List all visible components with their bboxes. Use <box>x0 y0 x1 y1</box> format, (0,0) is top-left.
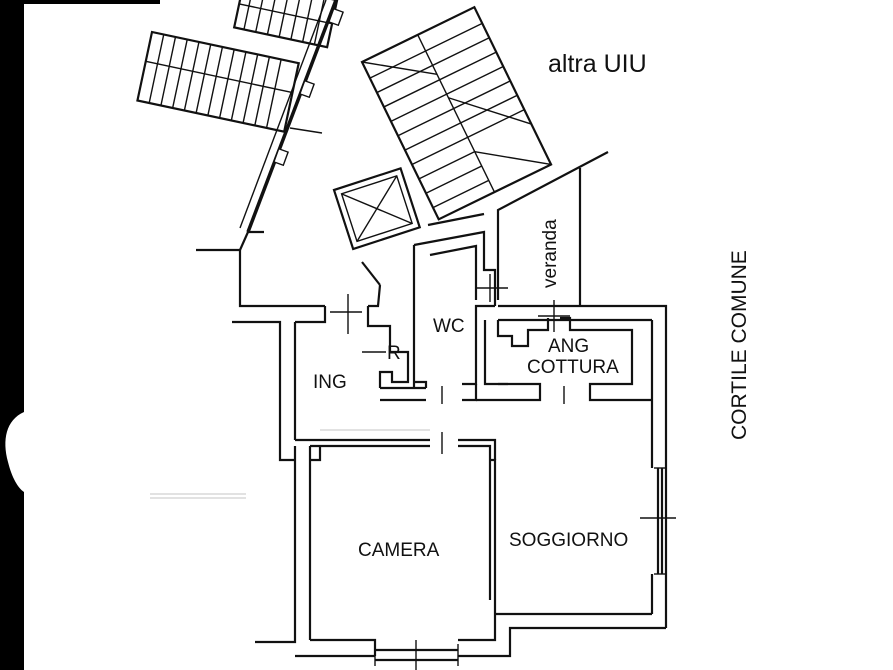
left-edge-top <box>0 0 160 4</box>
shaft-box <box>332 166 422 251</box>
label-storage: R <box>387 343 401 364</box>
label-other-unit: altra UIU <box>548 50 647 78</box>
left-edge-band <box>0 0 24 670</box>
label-kitchenette-line1: ANG <box>548 336 589 357</box>
label-veranda: veranda <box>540 219 561 288</box>
left-edge-notch <box>5 412 24 492</box>
label-courtyard: CORTILE COMUNE <box>728 250 751 440</box>
openings <box>330 274 676 670</box>
diagonal-facade-wall <box>239 0 344 233</box>
stair-block-central <box>360 5 553 221</box>
stair-perimeter <box>427 151 609 306</box>
label-entrance: ING <box>313 372 347 393</box>
label-wc: WC <box>433 316 465 337</box>
label-bedroom: CAMERA <box>358 540 440 561</box>
label-kitchenette-line2: COTTURA <box>527 357 619 378</box>
ghost-marks <box>150 429 430 499</box>
label-living-room: SOGGIORNO <box>509 530 628 551</box>
stair-flight-upper-large <box>136 30 301 133</box>
interior-walls <box>295 304 652 614</box>
exterior-walls <box>196 230 668 658</box>
